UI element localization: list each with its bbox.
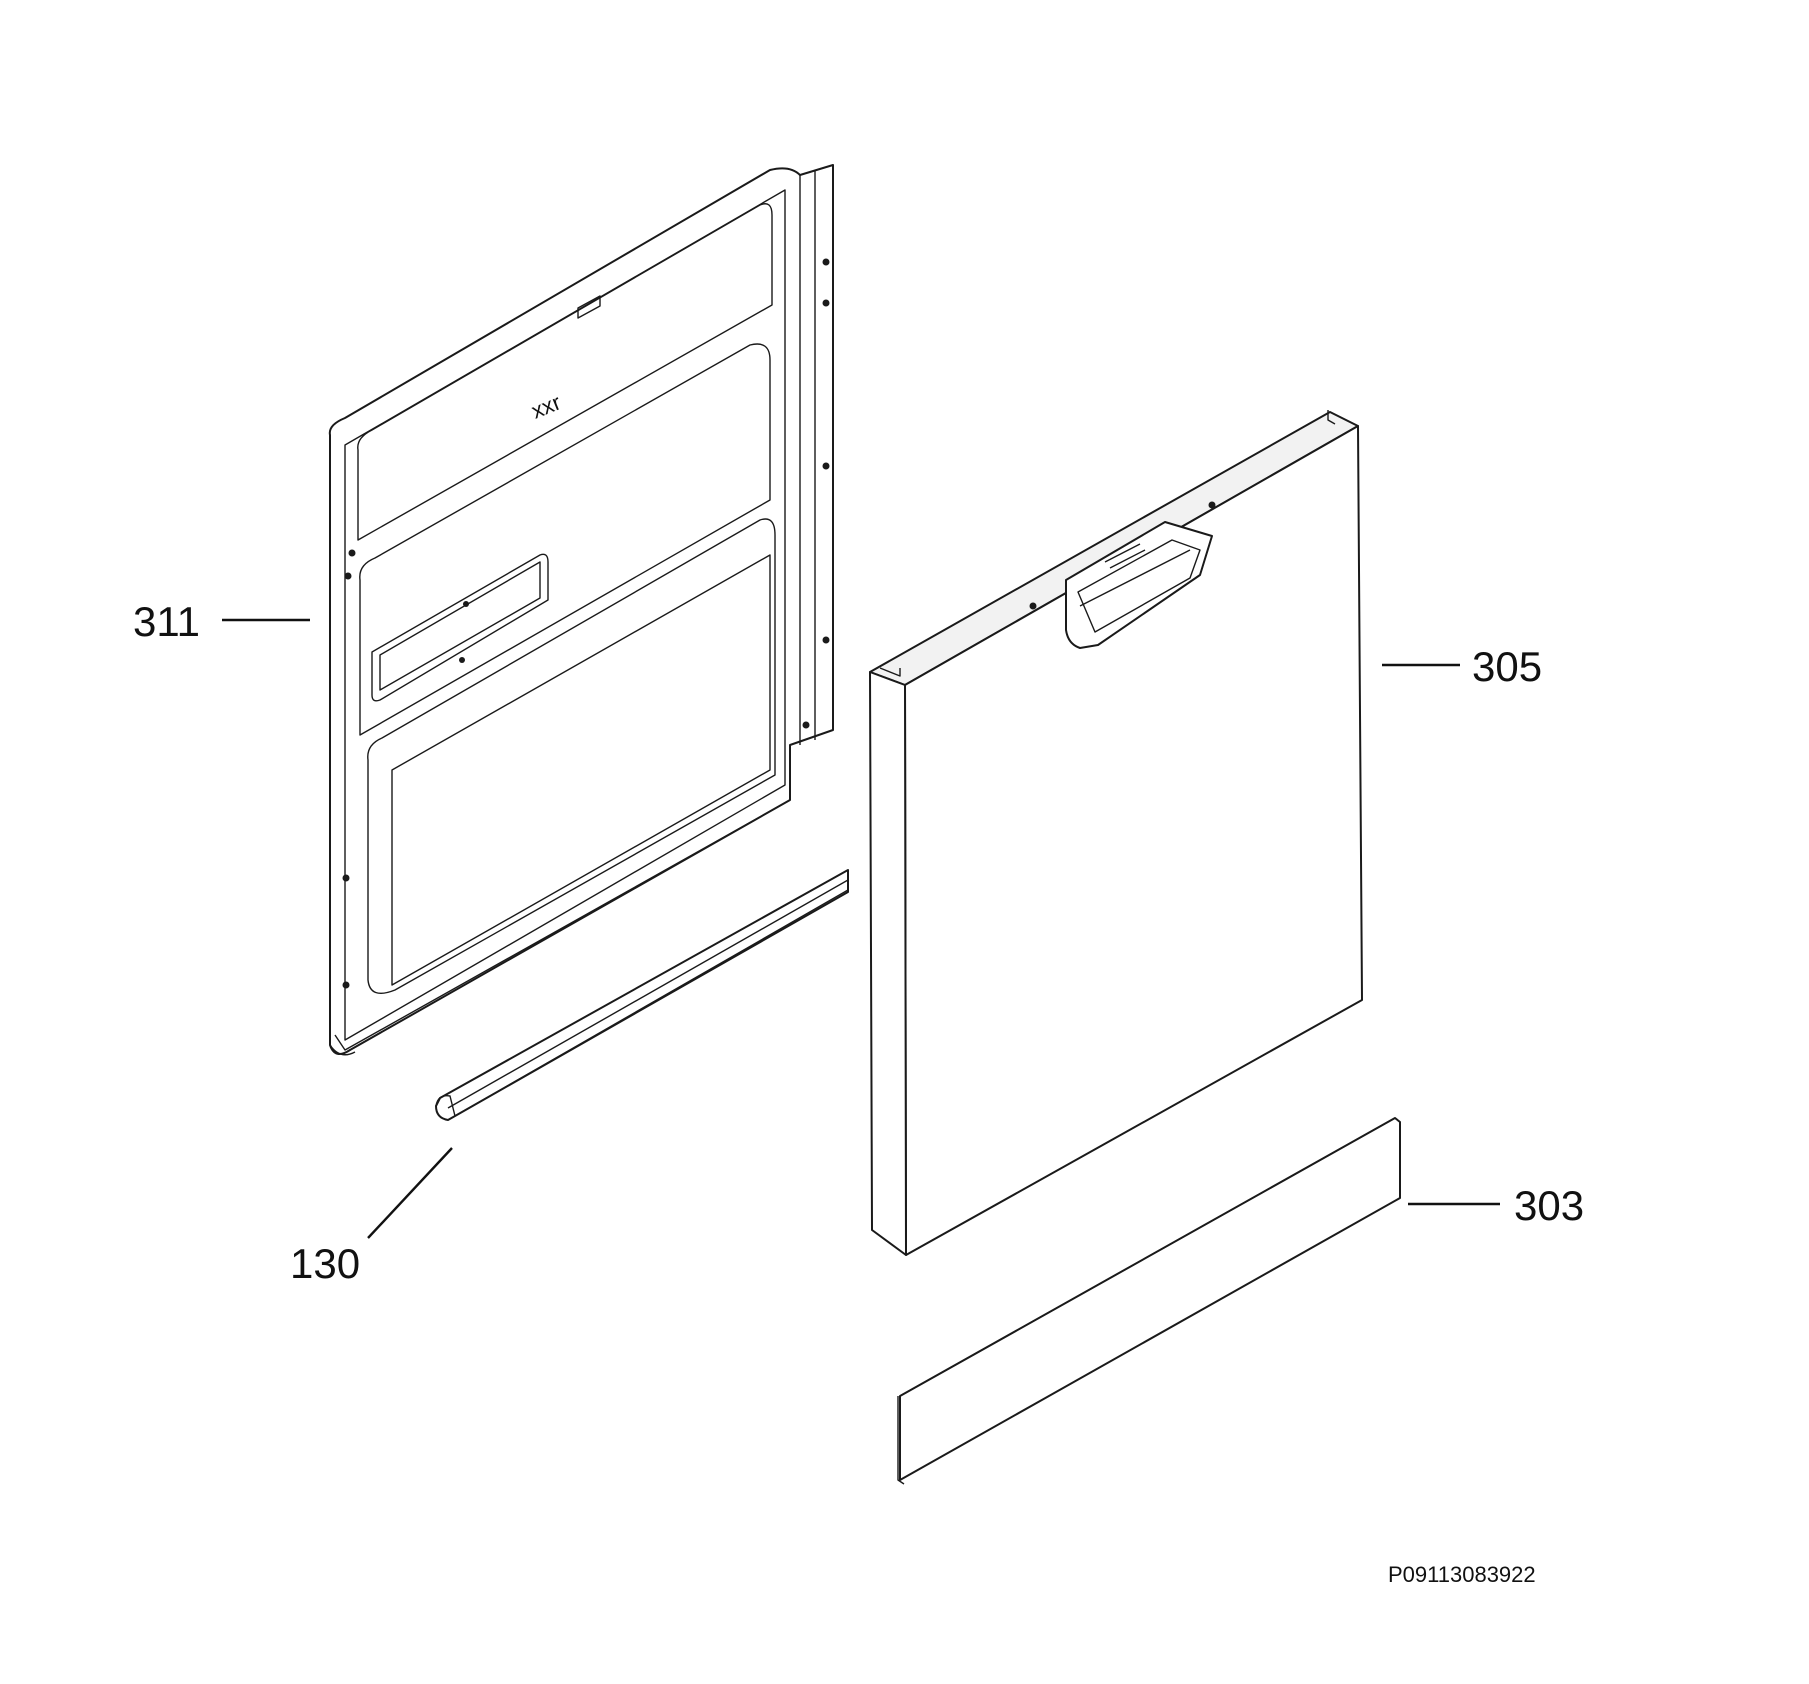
seal-strip-130[interactable] [435,869,849,1121]
label-305: 305 [1382,643,1542,690]
diagram-code: P09113083922 [1388,1562,1536,1587]
part-number-303: 303 [1514,1182,1584,1229]
label-311: 311 [133,598,310,645]
part-number-311: 311 [133,598,200,645]
kick-plate-303[interactable] [897,1117,1401,1485]
inner-door-panel-311[interactable] [328,164,834,1056]
outer-door-panel-305[interactable] [869,410,1363,1256]
part-number-305: 305 [1472,643,1542,690]
part-number-130: 130 [290,1240,360,1287]
label-303: 303 [1408,1182,1584,1229]
label-130: 130 [290,1147,453,1287]
